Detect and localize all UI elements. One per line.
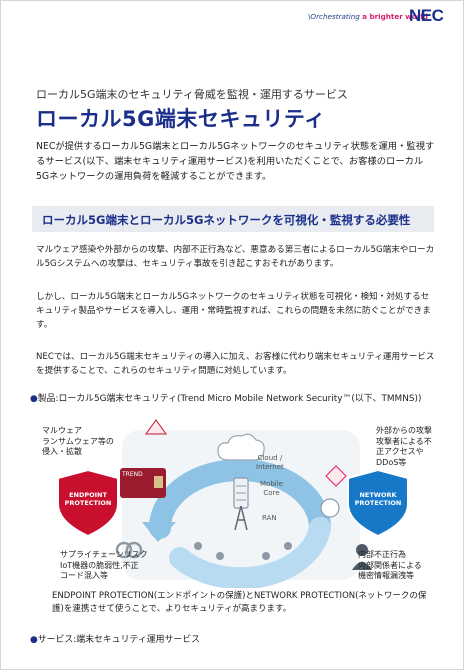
intro-paragraph: NECが提供するローカル5G端末とローカル5Gネットワークのセキュリティ状態を運… (36, 141, 435, 182)
tmmns-card-icon (120, 468, 166, 498)
security-diagram: マルウェアランサムウェア等の侵入・拡散 外部からの攻撃攻撃者による不正アクセスや… (30, 418, 438, 590)
section-heading-bar: ローカル5G端末とローカル5Gネットワークを可視化・監視する必要性 (32, 206, 434, 232)
device-node-icon (194, 542, 202, 550)
cycle-arrow-icon (149, 459, 331, 539)
page-subtitle: ローカル5G端末のセキュリティ脅威を監視・運用するサービス (36, 88, 348, 101)
malware-label: マルウェアランサムウェア等の侵入・拡散 (42, 426, 114, 456)
section-heading: ローカル5G端末とローカル5Gネットワークを可視化・監視する必要性 (42, 213, 411, 227)
cloud-icon (217, 433, 265, 461)
paragraph-nec-service: NECでは、ローカル5G端末セキュリティの導入に加え、お客様に代わり端末セキュリ… (36, 352, 435, 376)
cycle-arrow-lower (169, 517, 331, 590)
internal-fraud-label: 内部不正行為内部関係者による機密情報漏洩等 (358, 550, 422, 580)
page-title: ローカル5G端末セキュリティ (36, 107, 326, 131)
service-line: ●サービス:端末セキュリティ運用サービス (30, 635, 200, 645)
diagram-graphic (57, 419, 409, 590)
cloud-internet-label: Cloud /Internet (256, 454, 284, 471)
paragraph-threats: マルウェア感染や外部からの攻撃、内部不正行為など、悪意ある第三者によるローカル5… (36, 245, 435, 269)
nec-logo: NEC (409, 6, 444, 25)
brand-tagline: \Orchestrating a brighter world (308, 12, 428, 21)
bullet-icon: ● (30, 394, 38, 404)
ran-label: RAN (262, 514, 277, 522)
biohazard-icon (320, 498, 340, 518)
network-shield-icon (347, 468, 409, 538)
ran-antenna-icon (234, 505, 248, 531)
trend-logo-label: TREND (122, 471, 143, 478)
paragraph-prevention: しかし、ローカル5G端末とローカル5Gネットワークのセキュリティ状態を可視化・検… (36, 292, 431, 330)
external-attack-icon (325, 465, 347, 487)
product-line: ●製品:ローカル5G端末セキュリティ(Trend Micro Mobile Ne… (30, 394, 422, 404)
cycle-arrowhead-icon (142, 522, 176, 542)
warning-icon (145, 419, 167, 435)
bullet-icon: ● (30, 635, 38, 645)
chain-link-icon (115, 541, 133, 559)
insider-person-icon (356, 544, 368, 556)
diagram-caption: ENDPOINT PROTECTION(エンドポイントの保護)とNETWORK … (52, 591, 427, 614)
endpoint-shield-icon (57, 468, 119, 538)
sim-chip-icon (154, 476, 163, 488)
